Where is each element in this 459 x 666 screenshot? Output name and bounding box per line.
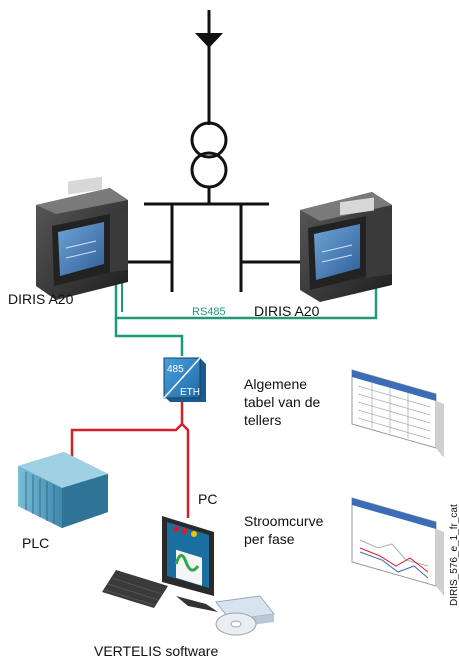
meter-right-label: DIRIS A20 <box>254 303 320 319</box>
reference-code: DIRIS_576_e_1_fr_cat <box>449 504 459 606</box>
ethernet-link-pc <box>181 423 190 518</box>
curve-caption-line2: per fase <box>244 531 295 547</box>
pc-computer <box>102 516 218 612</box>
rs485-bus <box>114 282 378 320</box>
table-caption-line3: tellers <box>244 412 281 428</box>
meter-left-label: DIRIS A20 <box>8 291 74 307</box>
converter-top-label: 485 <box>167 364 184 375</box>
diris-meter-left <box>36 176 128 300</box>
power-feed <box>195 10 223 125</box>
plc-device <box>18 452 108 528</box>
transformer-icon <box>190 121 228 204</box>
ethernet-link-plc <box>70 402 184 458</box>
table-window-icon <box>351 369 444 458</box>
curve-window-icon <box>351 497 444 596</box>
rs485-to-converter <box>114 318 184 356</box>
table-caption-line2: tabel van de <box>244 394 320 410</box>
arrow-down-icon <box>195 33 223 48</box>
table-caption-line1: Algemene <box>244 376 307 392</box>
busbar <box>128 202 302 292</box>
software-label: VERTELIS software <box>94 643 218 659</box>
pc-label: PC <box>198 491 217 507</box>
plc-label: PLC <box>22 535 49 551</box>
keyboard-icon <box>102 570 168 608</box>
software-package <box>215 595 275 636</box>
converter-bottom-label: ETH <box>180 387 200 398</box>
curve-caption-line1: Stroomcurve <box>244 513 324 529</box>
converter-485-eth <box>163 357 206 402</box>
rs485-label: RS485 <box>192 306 226 318</box>
diris-meter-right <box>300 192 392 302</box>
